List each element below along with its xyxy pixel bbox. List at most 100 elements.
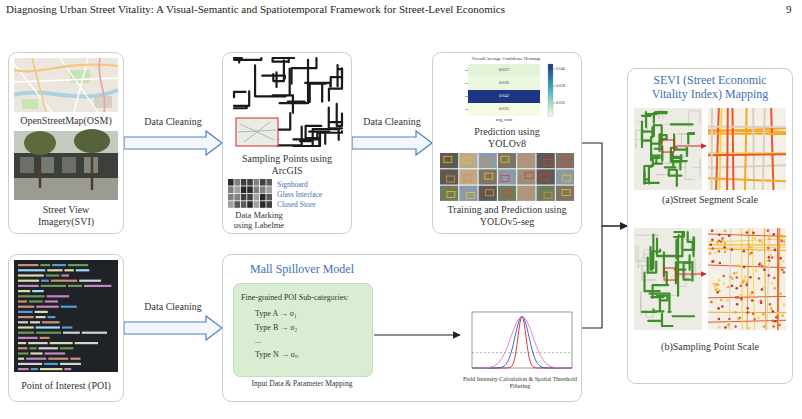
detection-photo-grid: [459, 186, 477, 201]
poi-code-listing: [18, 300, 27, 302]
preprocess-panel: Sampling Points using ArcGIS Data Marking…: [222, 52, 352, 234]
sevi-map: [767, 229, 770, 232]
arcgis-sampling-map: [234, 58, 342, 146]
street-view-photo: [40, 148, 92, 190]
sevi-map: [729, 275, 732, 278]
sevi-map: [718, 240, 721, 243]
sevi-map: [758, 263, 761, 266]
sevi-map: [771, 256, 774, 259]
sevi-map: [752, 232, 755, 235]
arcgis-sampling-map: [305, 77, 342, 86]
running-header: 9: [786, 3, 792, 15]
sevi-map: [709, 252, 712, 255]
caption-text: Sampling Points using ArcGIS: [232, 153, 342, 177]
chart-label: 0.637: [468, 68, 540, 73]
sevi-map: [674, 134, 687, 156]
poi-code-listing: [70, 358, 80, 360]
poi-code-listing: [64, 269, 73, 271]
labelme-mosaic: [254, 194, 260, 201]
sevi-map: [745, 284, 748, 287]
caption-text: Training and Prediction using YOLOv5-seg: [437, 204, 577, 228]
sevi-map: [748, 327, 751, 330]
sevi-map: [711, 239, 714, 242]
sevi-map: [724, 326, 727, 329]
poi-code-listing: [32, 290, 44, 292]
zoom-pointer: [664, 268, 676, 280]
sevi-map: [783, 240, 786, 243]
sevi-map: [783, 271, 786, 274]
detection-photo-grid: [462, 157, 470, 163]
sevi-map: [749, 246, 752, 249]
sevi-map: [727, 325, 730, 328]
labelme-mosaic: [241, 201, 247, 208]
sevi-map: [767, 274, 770, 277]
sevi-map: [726, 299, 729, 302]
sevi-map: [772, 233, 775, 236]
heading-text: Mall Spillover Model: [232, 262, 372, 276]
poi-code-listing: [44, 363, 58, 365]
sevi-map: [761, 241, 764, 244]
arcgis-sampling-map: [234, 58, 261, 60]
sevi-map: [774, 249, 777, 252]
inset-map: [236, 118, 278, 146]
detection-photo-grid: [541, 174, 549, 180]
labelme-mosaic: [228, 186, 234, 193]
sevi-map: [665, 161, 675, 168]
sevi-map: [727, 286, 730, 289]
field-intensity-chart: [472, 317, 572, 368]
sevi-map: [708, 244, 786, 245]
detection-photo-grid: [517, 153, 535, 168]
detection-photo-grid: [459, 169, 477, 184]
caption-text: Data Marking using Labelme: [226, 210, 292, 230]
sevi-map: [654, 125, 662, 142]
sevi-map: [671, 123, 693, 125]
detection-photo-grid: [517, 169, 535, 184]
sevi-map: [737, 264, 740, 267]
sevi-map: [688, 133, 694, 143]
detection-photo-grid: [485, 173, 493, 179]
poi-code-listing: [18, 347, 27, 349]
sevi-map: [708, 320, 786, 322]
poi-code-listing: [40, 264, 50, 266]
street-view-photo: [62, 157, 76, 173]
field-intensity-chart: [472, 312, 572, 368]
poi-code-listing: [48, 358, 68, 360]
sevi-map: [779, 235, 782, 238]
sevi-map: [642, 121, 651, 140]
labelme-mosaic: [228, 201, 234, 208]
caption-text: Fine-grained POI Sub-categories:: [241, 293, 369, 302]
sevi-map: [761, 265, 764, 268]
sevi-map: [731, 277, 734, 280]
sevi-map: [769, 303, 772, 306]
caption-text: (b)Sampling Point Scale: [630, 341, 790, 353]
field-intensity-chart: [472, 312, 572, 368]
sevi-map: [716, 291, 719, 294]
labelme-mosaic: [241, 179, 247, 186]
poi-code-listing: [60, 363, 81, 365]
sevi-map: [663, 153, 671, 164]
sevi-map: [732, 108, 733, 190]
poi-code-listing: [46, 274, 60, 276]
sevi-map: [708, 312, 786, 313]
sevi-map: [646, 313, 652, 318]
sevi-map: [708, 165, 786, 168]
block-arrow: [124, 316, 222, 340]
sevi-map: [726, 108, 729, 190]
sevi-map: [708, 126, 786, 129]
detection-photo-grid: [522, 190, 530, 196]
chart-label: 0.635: [468, 107, 540, 112]
detection-photo-grid: [440, 186, 458, 201]
labelme-mosaic: [247, 194, 253, 201]
poi-code-listing: [18, 363, 42, 365]
poi-code-listing: [40, 337, 50, 339]
caption-text: Type N → σₙ: [255, 350, 355, 359]
sevi-map: [718, 318, 721, 321]
street-view-photo: [14, 178, 118, 200]
sevi-map: [644, 172, 658, 183]
block-arrow: [124, 131, 222, 155]
detection-photo-grid: [447, 176, 455, 182]
chart-label: 0.636: [556, 101, 565, 105]
detection-photo-grid: [444, 156, 452, 162]
